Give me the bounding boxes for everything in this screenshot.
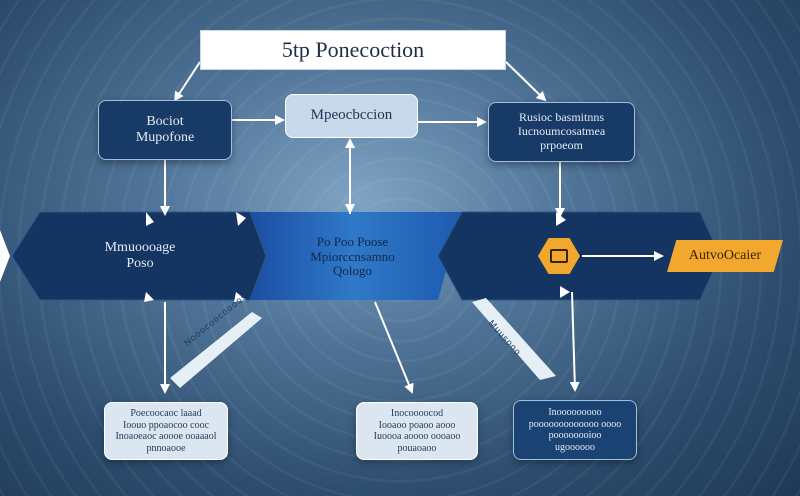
node-bottom-right-line1: Inooooooooo [548,407,602,418]
node-bottom-left-line4: pnnoaooe [146,442,186,454]
band-right-arrow [472,298,556,380]
title-to-left-line [173,61,201,102]
notch-6 [560,286,570,298]
node-bottom-center-line2: Iooaoo poaoo aooo [378,419,456,431]
node-hex-left-line2: Poso [126,256,154,271]
node-bottom-left-line2: Ioouo ppoaocoo cooc [122,419,210,431]
notch-1 [146,212,154,226]
notch-5 [556,212,566,226]
node-bottom-center-line3: Iuoooa aoooo oooaoo [373,431,461,442]
left-edge-tip [0,230,10,282]
node-bottom-center: Inocoooocod Iooaoo poaoo aooo Iuoooa aoo… [356,402,478,460]
diagram-title: 5tp Ponecoction [200,30,506,70]
title-to-right-line [505,61,547,102]
notch-2 [236,212,246,226]
band-left-arrow [170,312,262,388]
hex-left-shape [11,211,267,301]
node-bottom-left: Poecoocaoc laaad Ioouo ppoaocoo cooc Ino… [104,402,228,460]
node-top-left-line1: Bociot [146,113,184,129]
node-output: AutvoOcaier [667,240,783,272]
node-top-right-line2: Iucnoumcosatmea [517,124,606,139]
notch-3 [144,292,154,302]
node-top-center: Mpeocbccion [285,94,418,138]
node-bottom-center-line4: pouaoaoo [397,442,437,454]
notch-4 [234,292,246,302]
diagram-title-text: 5tp Ponecoction [281,37,425,63]
node-hex-center-line1: Po Poo Poose [316,233,389,249]
node-bottom-right-line4: ugoooooo [555,441,595,453]
node-bottom-center-line1: Inocoooocod [390,408,444,419]
document-icon [538,238,580,274]
node-top-right: Rusioc basmitnns Iucnoumcosatmea prpoeom [488,102,635,162]
node-bottom-left-line1: Poecoocaoc laaad [130,408,202,419]
node-bottom-left-line3: Inoaoeaoc aoooe ooaaaol [115,431,217,442]
node-top-right-line3: prpoeom [540,137,583,152]
node-hex-center-line3: Qologo [333,263,372,279]
node-bottom-right-line3: poooooooioo [548,430,602,441]
hex-right-down-line [569,291,580,392]
node-hex-left: Mmuoooage Poso [40,232,240,280]
node-hex-left-line1: Mmuoooage [104,239,176,255]
node-top-left: Bociot Mupofone [98,100,232,160]
node-top-center-text: Mpeocbccion [310,107,393,124]
node-hex-center-line2: Mpiorccnsamno [310,248,395,264]
hex-center-down-line [374,301,414,394]
node-bottom-right: Inooooooooo pooooooooooooo oooo pooooooo… [513,400,637,460]
node-top-left-line2: Mupofone [135,130,195,145]
hex-center-shape [242,212,462,300]
node-bottom-right-line2: pooooooooooooo oooo [528,418,622,430]
node-hex-center: Po Poo Poose Mpiorccnsamno Qologo [270,232,435,282]
node-output-text: AutvoOcaier [688,248,762,263]
node-top-right-line1: Rusioc basmitnns [518,110,604,125]
